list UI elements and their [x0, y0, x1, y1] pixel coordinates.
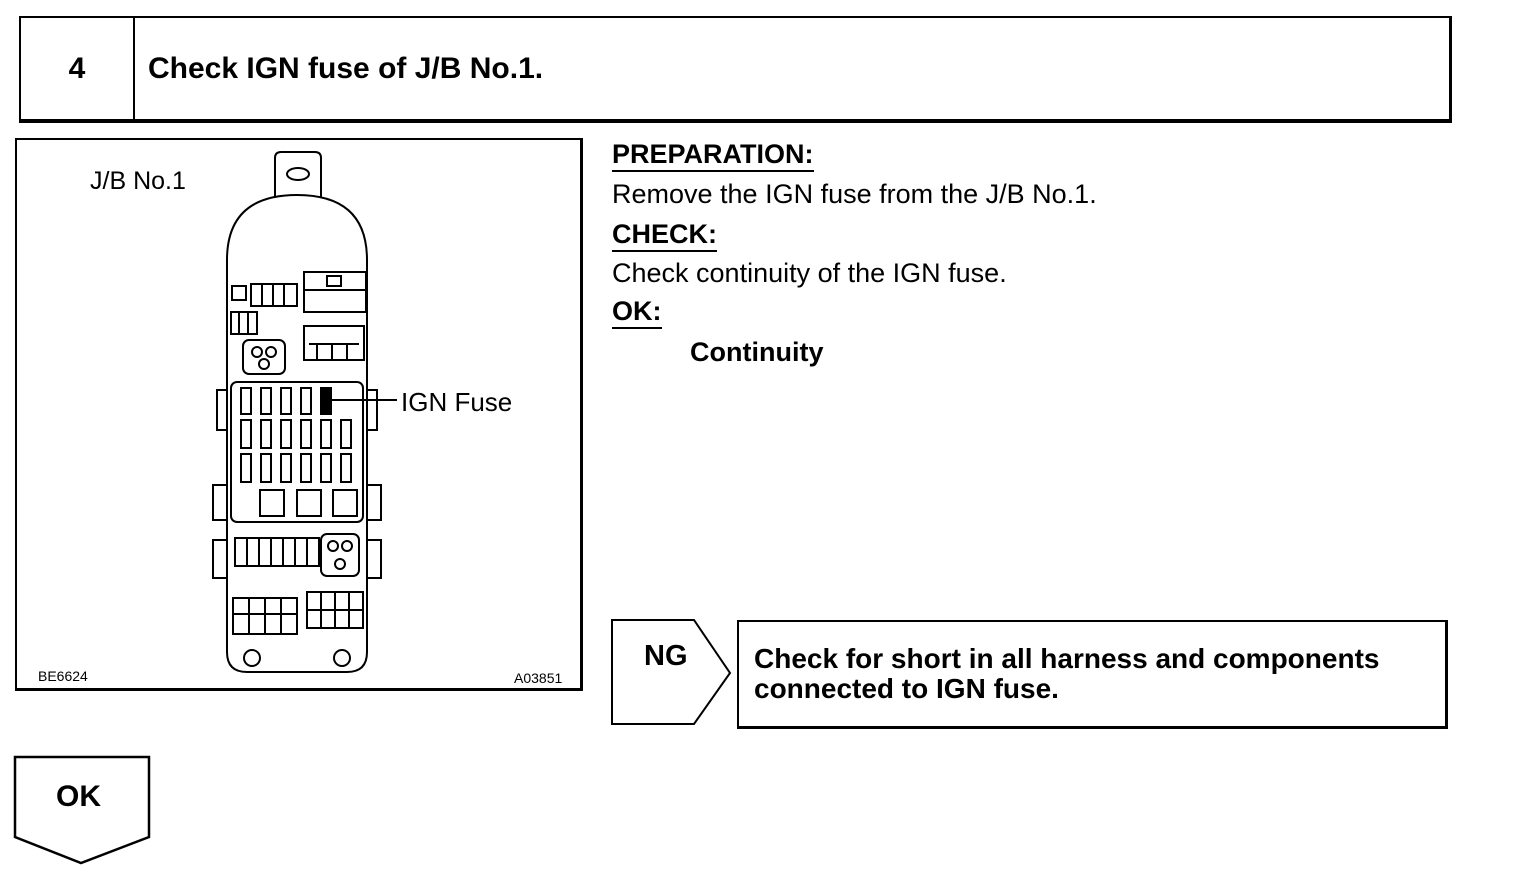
connector-round [242, 339, 286, 375]
side-clip-left [216, 389, 227, 431]
step-title: Check IGN fuse of J/B No.1. [148, 51, 544, 85]
side-clip-right-3 [367, 539, 382, 579]
ok-heading-text: OK: [612, 296, 662, 329]
ign-fuse-slot [320, 387, 332, 415]
step-header: 4 Check IGN fuse of J/B No.1. [19, 16, 1452, 123]
ng-arrow-icon [611, 619, 732, 725]
ng-action-text: Check for short in all harness and compo… [754, 644, 1444, 704]
connector-small-b [230, 311, 258, 335]
figure-code-left: BE6624 [38, 668, 88, 684]
side-clip-right-2 [367, 484, 382, 521]
ng-action-line-2: connected to IGN fuse. [754, 673, 1059, 704]
connector-small-a [231, 285, 247, 301]
figure-code-right: A03851 [514, 670, 563, 686]
ng-label: NG [644, 640, 688, 672]
ng-action-line-1: Check for short in all harness and compo… [754, 643, 1380, 674]
mount-hole-left [243, 649, 261, 667]
check-text: Check continuity of the IGN fuse. [612, 258, 1007, 288]
preparation-text: Remove the IGN fuse from the J/B No.1. [612, 179, 1097, 209]
connector-relay-top [303, 271, 367, 313]
step-number: 4 [21, 18, 135, 119]
block-outline [226, 193, 368, 673]
preparation-heading-text: PREPARATION: [612, 139, 814, 172]
jb-label: J/B No.1 [90, 167, 186, 195]
check-heading: CHECK: [612, 219, 717, 252]
tab-hole [286, 167, 310, 181]
side-clip-right [367, 389, 378, 431]
mount-hole-right [333, 649, 351, 667]
ng-action-box: Check for short in all harness and compo… [737, 620, 1448, 729]
check-heading-text: CHECK: [612, 219, 717, 252]
connector-lower-round [320, 533, 360, 577]
side-clip-left-2 [212, 484, 227, 521]
connector-lower-long [234, 537, 320, 567]
fuse-panel [230, 381, 364, 523]
junction-block-figure: J/B No.1 IGN Fuse BE6624 A03851 [15, 138, 583, 691]
connector-mid [303, 325, 365, 361]
ok-label: OK [56, 780, 101, 813]
ok-arrow-icon [13, 755, 151, 865]
ign-fuse-label: IGN Fuse [401, 387, 513, 417]
side-clip-left-3 [212, 539, 227, 579]
junction-block-drawing [212, 151, 397, 673]
preparation-heading: PREPARATION: [612, 139, 814, 172]
mounting-tab [274, 151, 322, 198]
ok-heading: OK: [612, 296, 662, 329]
ok-value: Continuity [690, 337, 824, 367]
